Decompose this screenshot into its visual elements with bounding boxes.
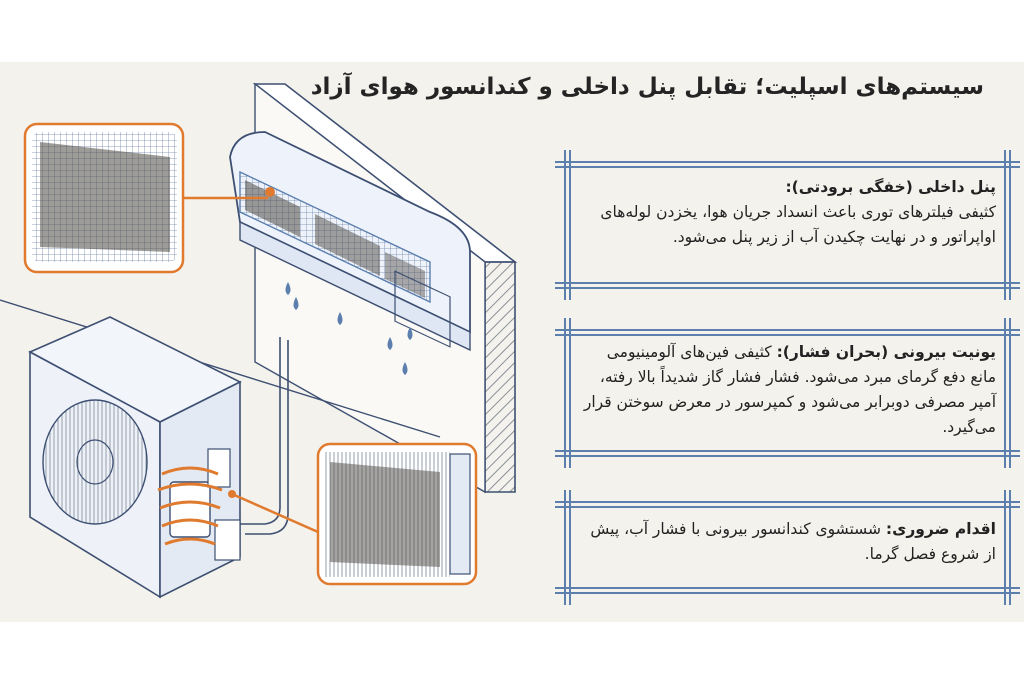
indoor-filter-zoom: [23, 122, 268, 274]
outdoor-unit: [28, 316, 242, 599]
refrigerant-pipes: [240, 337, 289, 535]
card-indoor-heading: پنل داخلی (خفگی برودتی):: [785, 178, 996, 196]
card-action-body: شستشوی کندانسور بیرونی با فشار آب، پیش ا…: [590, 520, 996, 564]
heat-waves: [157, 466, 223, 546]
card-indoor-body: کثیفی فیلترهای توری باعث انسداد جریان هو…: [600, 203, 996, 247]
water-drops: [285, 282, 413, 375]
card-outdoor-unit: یونیت بیرونی (بحران فشار): کثیفی فین‌های…: [578, 340, 996, 440]
card-indoor-panel: پنل داخلی (خفگی برودتی): کثیفی فیلترهای …: [578, 175, 996, 250]
split-ac-illustration: [0, 82, 518, 599]
page-title: سیستم‌های اسپلیت؛ تقابل پنل داخلی و کندا…: [310, 74, 984, 100]
card-outdoor-body: کثیفی فین‌های آلومینیومی مانع دفع گرمای …: [583, 343, 996, 437]
floor-line: [0, 299, 441, 438]
card-required-action: اقدام ضروری: شستشوی کندانسور بیرونی با ف…: [578, 517, 996, 567]
indoor-unit: [229, 131, 471, 352]
card-action-heading: اقدام ضروری:: [885, 520, 996, 538]
condenser-fins-zoom: [231, 442, 478, 586]
card-outdoor-heading: یونیت بیرونی (بحران فشار):: [776, 343, 996, 361]
